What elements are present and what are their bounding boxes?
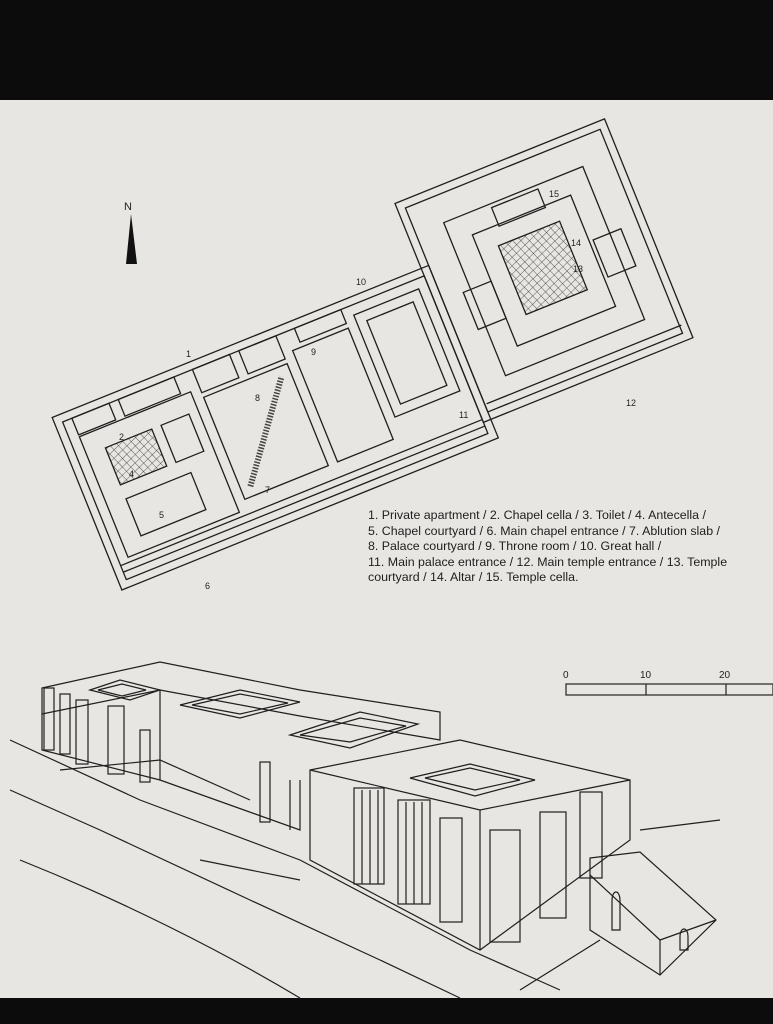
plan-number: 2 (119, 432, 124, 442)
legend-line: courtyard / 14. Altar / 15. Temple cella… (368, 570, 579, 585)
slide-frame-top (0, 0, 773, 100)
north-label: N (124, 201, 132, 213)
temple-courtyard (497, 220, 589, 316)
plan-number: 5 (159, 510, 164, 520)
slide-frame-bottom (0, 998, 773, 1024)
plan-number: 14 (571, 238, 581, 248)
legend-line: 5. Chapel courtyard / 6. Main chapel ent… (368, 523, 720, 538)
floor-plan: 1 2 4 5 6 7 8 9 10 11 12 13 14 15 (51, 118, 694, 591)
north-arrow-icon: N (124, 201, 137, 264)
great-hall (352, 288, 461, 418)
plan-number: 15 (549, 189, 559, 199)
legend: 1. Private apartment / 2. Chapel cella /… (368, 508, 770, 586)
scale-bar: 0 10 20 (563, 670, 773, 696)
plan-number: 4 (129, 469, 134, 479)
legend-line: 11. Main palace entrance / 12. Main temp… (368, 554, 728, 569)
legend-line: 1. Private apartment / 2. Chapel cella /… (368, 508, 706, 522)
plan-number: 13 (573, 264, 583, 274)
temple-outer-wall (404, 128, 684, 413)
plan-number: 8 (255, 393, 260, 403)
scale-tick: 20 (719, 670, 731, 681)
plan-number: 9 (311, 347, 316, 357)
plan-number: 10 (356, 277, 366, 287)
scale-tick: 0 (563, 670, 569, 681)
axonometric-view (9, 661, 721, 999)
throne-room (291, 327, 395, 463)
chapel-cella (104, 428, 168, 486)
scale-tick: 10 (640, 670, 652, 681)
plan-number: 6 (205, 581, 210, 591)
plan-number: 11 (459, 410, 468, 420)
plan-number: 1 (186, 349, 191, 359)
plan-number: 12 (626, 398, 636, 408)
legend-line: 8. Palace courtyard / 9. Throne room / 1… (368, 539, 662, 554)
palace-courtyard (202, 362, 330, 501)
plan-number: 7 (265, 485, 270, 495)
